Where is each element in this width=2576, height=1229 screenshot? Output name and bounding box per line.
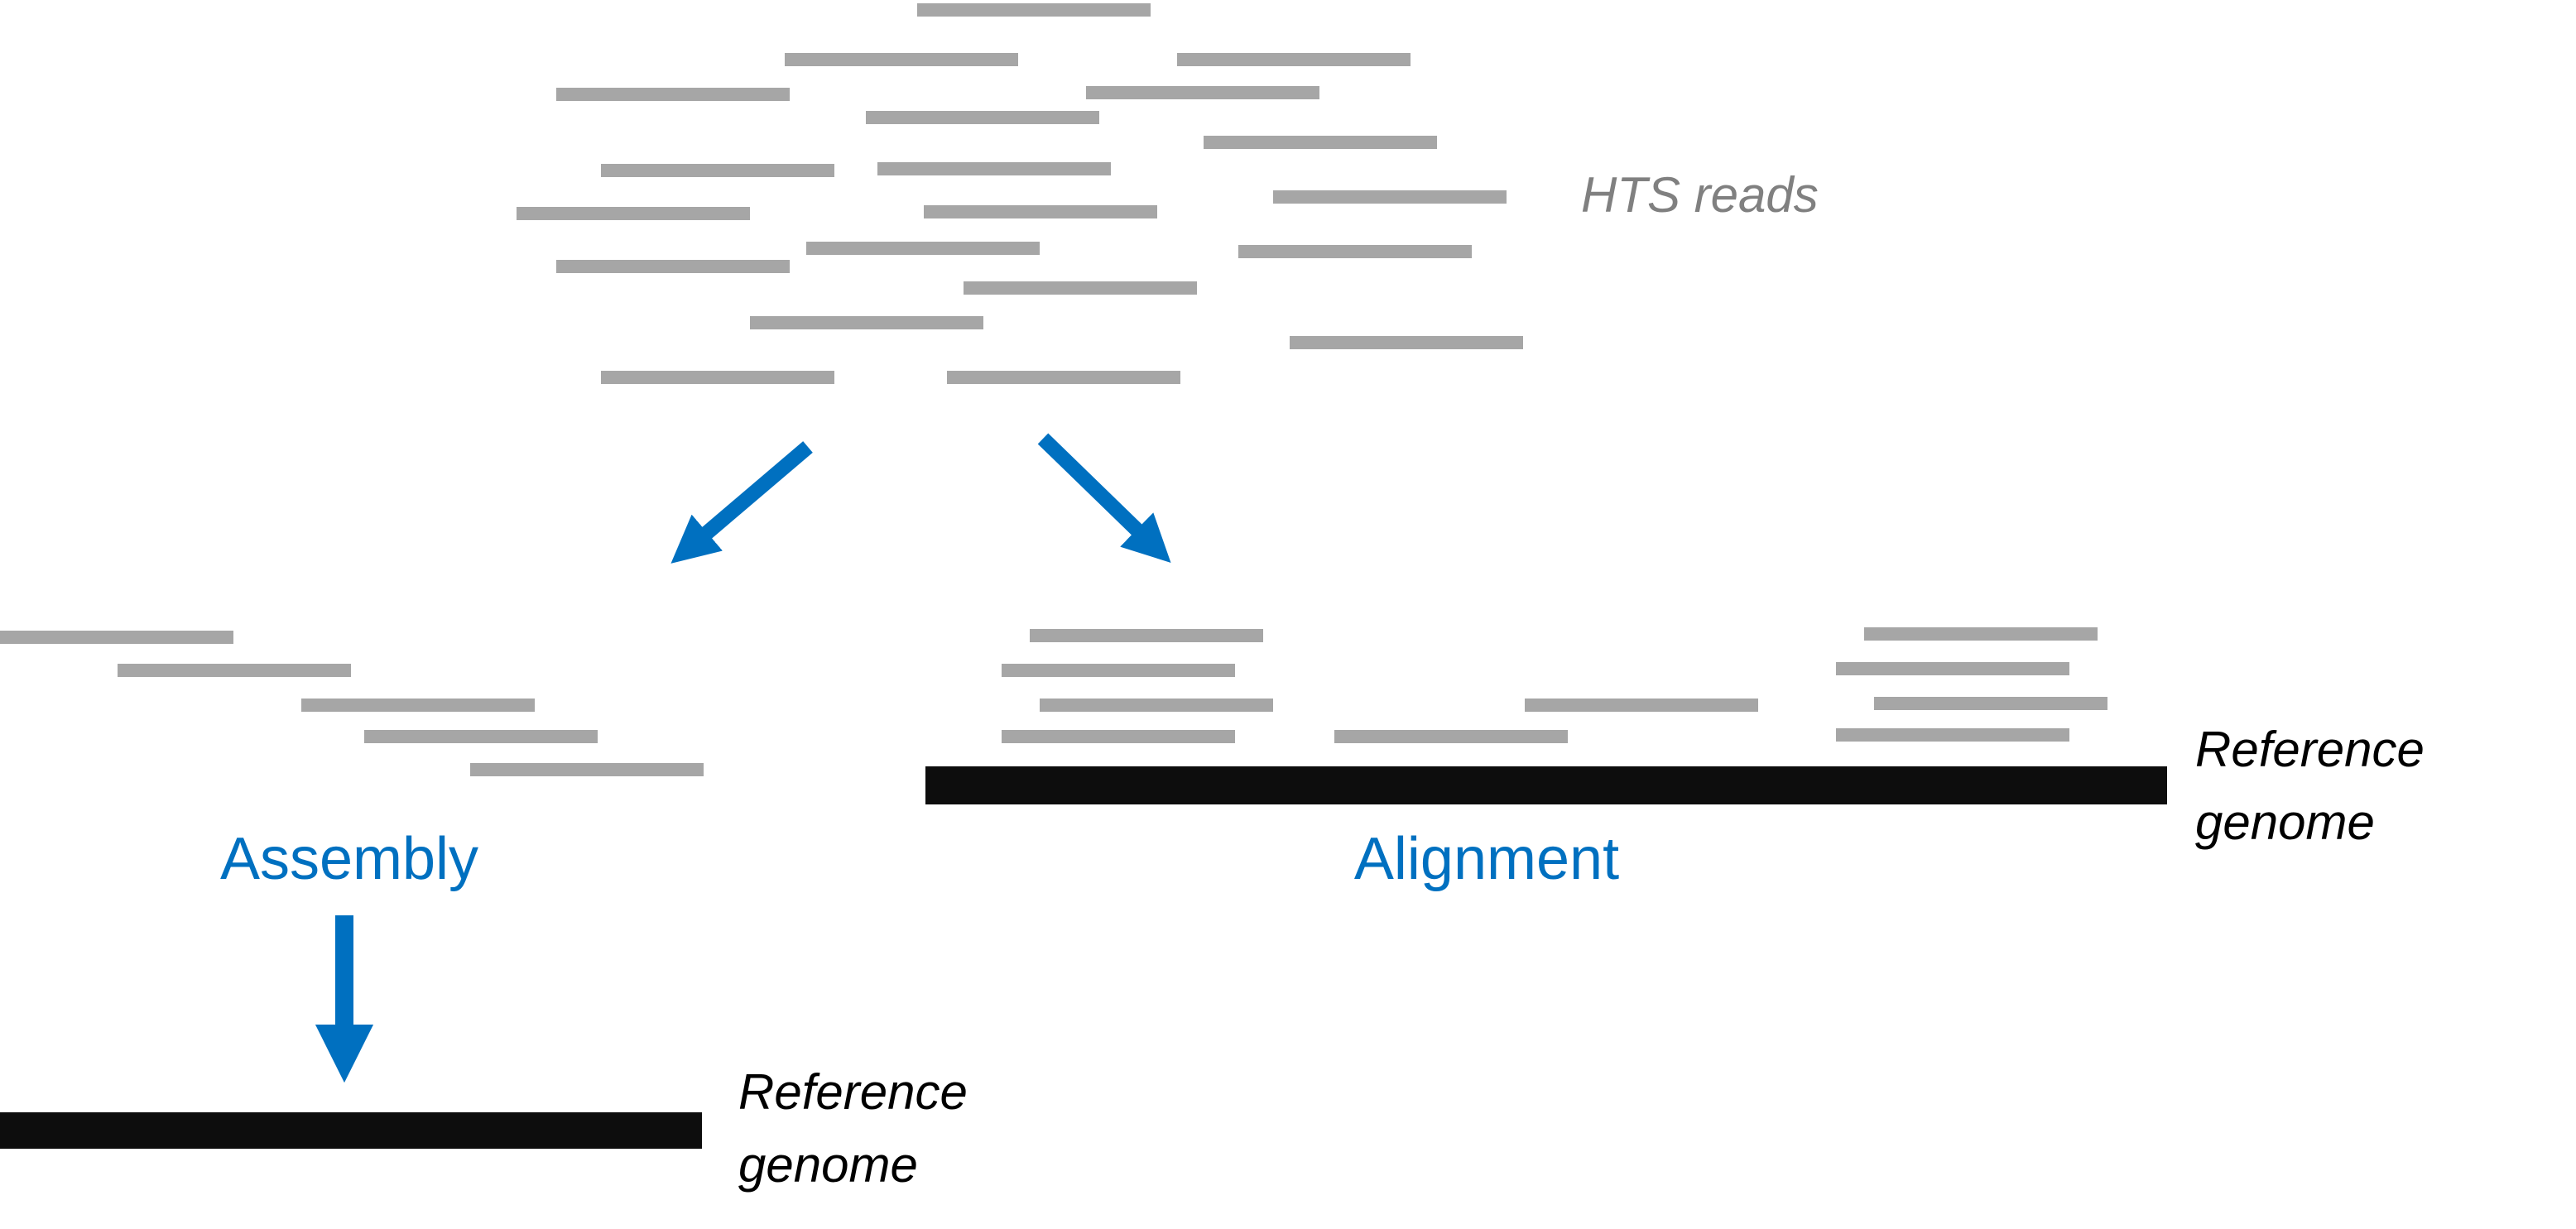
sequencing-read [1836, 662, 2069, 675]
sequencing-read [1525, 699, 1758, 712]
sequencing-read [1864, 627, 2098, 641]
assembly-reads [0, 631, 704, 776]
reference-genome-bar-assembly [0, 1112, 702, 1149]
hts-reads-cluster [517, 3, 1523, 384]
sequencing-read [866, 111, 1099, 124]
sequencing-read [556, 260, 790, 273]
sequencing-read [964, 281, 1197, 295]
sequencing-read [1002, 730, 1235, 743]
sequencing-read [1290, 336, 1523, 349]
sequencing-read [917, 3, 1151, 17]
sequencing-read [947, 371, 1180, 384]
sequencing-read [1086, 86, 1319, 99]
assembly-label: Assembly [220, 826, 478, 892]
arrow-to-alignment-icon [1037, 433, 1171, 564]
reference-genome-label-alignment-1: Reference [2195, 722, 2425, 777]
arrow-to-assembly-icon [670, 441, 813, 564]
sequencing-read [0, 631, 233, 644]
reference-genome-label-assembly-2: genome [738, 1137, 918, 1193]
sequencing-read [1874, 697, 2107, 710]
sequencing-read [1204, 136, 1437, 149]
sequencing-read [877, 162, 1111, 175]
sequencing-read [1030, 629, 1263, 642]
sequencing-read [785, 53, 1018, 66]
sequencing-read [118, 664, 351, 677]
alignment-label: Alignment [1354, 826, 1619, 892]
sequencing-read [806, 242, 1040, 255]
sequencing-read [1334, 730, 1568, 743]
sequencing-read [1273, 190, 1507, 204]
sequencing-read [601, 164, 834, 177]
sequencing-read [1836, 728, 2069, 742]
sequencing-read [924, 205, 1157, 218]
sequencing-read [364, 730, 598, 743]
reference-genome-label-assembly-1: Reference [738, 1064, 968, 1120]
hts-reads-label: HTS reads [1581, 167, 1819, 223]
reference-genome-bar-alignment [925, 766, 2167, 804]
sequencing-read [556, 88, 790, 101]
sequencing-read [750, 316, 983, 329]
reference-genome-label-alignment-2: genome [2195, 795, 2375, 850]
sequencing-read [470, 763, 704, 776]
sequencing-read [1177, 53, 1411, 66]
sequencing-read [1040, 699, 1273, 712]
sequencing-read [301, 699, 535, 712]
sequencing-read [1002, 664, 1235, 677]
sequencing-read [1238, 245, 1472, 258]
alignment-reads [1002, 627, 2107, 743]
sequencing-read [601, 371, 834, 384]
sequencing-read [517, 207, 750, 220]
